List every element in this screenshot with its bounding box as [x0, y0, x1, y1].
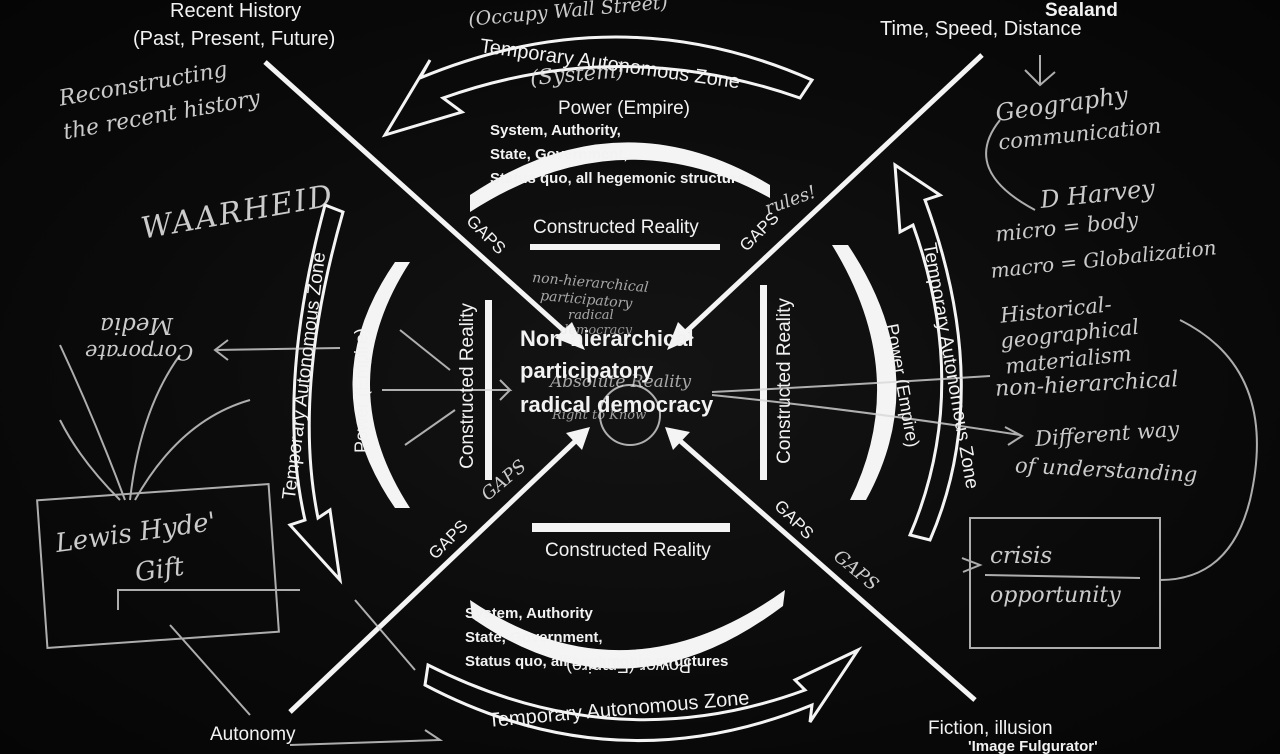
- power-empire-top: Power (Empire): [558, 98, 690, 119]
- chalk-right-to-know: Right to Know: [552, 408, 647, 423]
- chalk-loop-right: [1159, 319, 1258, 581]
- arrowhead-top-left: [555, 322, 585, 350]
- center-line-3: radical democracy: [520, 392, 714, 417]
- power-empire-left: Power (Empire): [351, 327, 372, 454]
- system-authority-top: System, Authority,: [490, 122, 621, 139]
- arc-right: [832, 245, 897, 500]
- chalk-opportunity: opportunity: [990, 583, 1121, 608]
- chalk-bracket-gift: [117, 589, 300, 610]
- chalk-box-crisis: [969, 517, 1161, 649]
- chalk-inner-4: democracy: [560, 323, 633, 338]
- label-past-present-future: (Past, Present, Future): [133, 28, 336, 50]
- diagonal-line-bottom-right: [668, 430, 977, 702]
- diagonal-line-top-left: [263, 60, 582, 347]
- label-recent-history: Recent History: [170, 0, 302, 22]
- arrowhead-top-right: [667, 322, 694, 350]
- label-autonomy: Autonomy: [210, 724, 296, 745]
- arrowhead-bottom-left: [566, 427, 590, 450]
- chalk-bottom-arrow: [289, 729, 444, 746]
- bar-right: [760, 285, 767, 480]
- diagonal-line-top-right: [670, 53, 984, 347]
- chalk-crisis: crisis: [990, 543, 1053, 569]
- absolute-reality: Absolute Reality: [550, 372, 692, 392]
- taz-arrow-left: [287, 202, 345, 585]
- arc-bottom: [470, 590, 785, 669]
- chalk-circle-center: [599, 384, 662, 446]
- constructed-reality-bottom: Constructed Reality: [545, 540, 711, 561]
- chalk-inner-3: radical: [568, 308, 614, 323]
- chalk-diag-left: [399, 329, 456, 446]
- label-fiction-illusion: Fiction, illusion: [928, 718, 1053, 739]
- state-government-bottom: State, Government,: [465, 629, 603, 646]
- arc-left: [352, 262, 410, 508]
- chalk-arrow-center-left: [382, 379, 513, 401]
- chalk-underline-crisis: [984, 574, 1141, 579]
- chalk-box-gift: [36, 483, 280, 649]
- chalk-corporate: Corporate: [85, 340, 194, 364]
- arc-top: [470, 142, 770, 212]
- bar-top: [530, 244, 720, 250]
- center-line-2: participatory: [520, 358, 654, 383]
- taz-arrow-top: [381, 35, 815, 138]
- chalk-line-nonhier: [711, 375, 991, 393]
- chalk-line-different: [711, 394, 1024, 446]
- state-government-top: State, Government,: [490, 146, 628, 163]
- bar-bottom: [532, 523, 730, 532]
- constructed-reality-top: Constructed Reality: [533, 217, 699, 238]
- label-time-speed-distance: Time, Speed, Distance: [880, 18, 1082, 40]
- system-authority-bottom: System, Authority: [465, 605, 593, 622]
- diagonal-line-bottom-left: [288, 430, 587, 714]
- constructed-reality-left: Constructed Reality: [457, 303, 478, 469]
- label-image-fulgurator: 'Image Fulgurator': [968, 738, 1098, 754]
- label-sealand: Sealand: [1045, 0, 1118, 21]
- chalk-media: Media: [100, 312, 173, 338]
- chalk-curve-harvey: [985, 119, 1036, 211]
- chalk-arrow-media: [213, 339, 341, 361]
- center-line-1: Non-hierarchical: [520, 326, 694, 351]
- chalk-line-bottom-left: [169, 599, 416, 716]
- chalk-arrow-geography: [1024, 55, 1056, 87]
- status-quo-bottom: Status quo, all hegemonic structures: [465, 653, 729, 670]
- arrowhead-bottom-right: [665, 427, 690, 450]
- chalk-plant: [59, 344, 251, 501]
- chalk-arrow-crisis: [961, 557, 983, 573]
- status-quo-top: Status quo, all hegemonic structures: [490, 170, 754, 187]
- taz-arrow-bottom: [423, 646, 863, 743]
- taz-arrow-right: [893, 162, 963, 542]
- constructed-reality-right: Constructed Reality: [774, 298, 795, 464]
